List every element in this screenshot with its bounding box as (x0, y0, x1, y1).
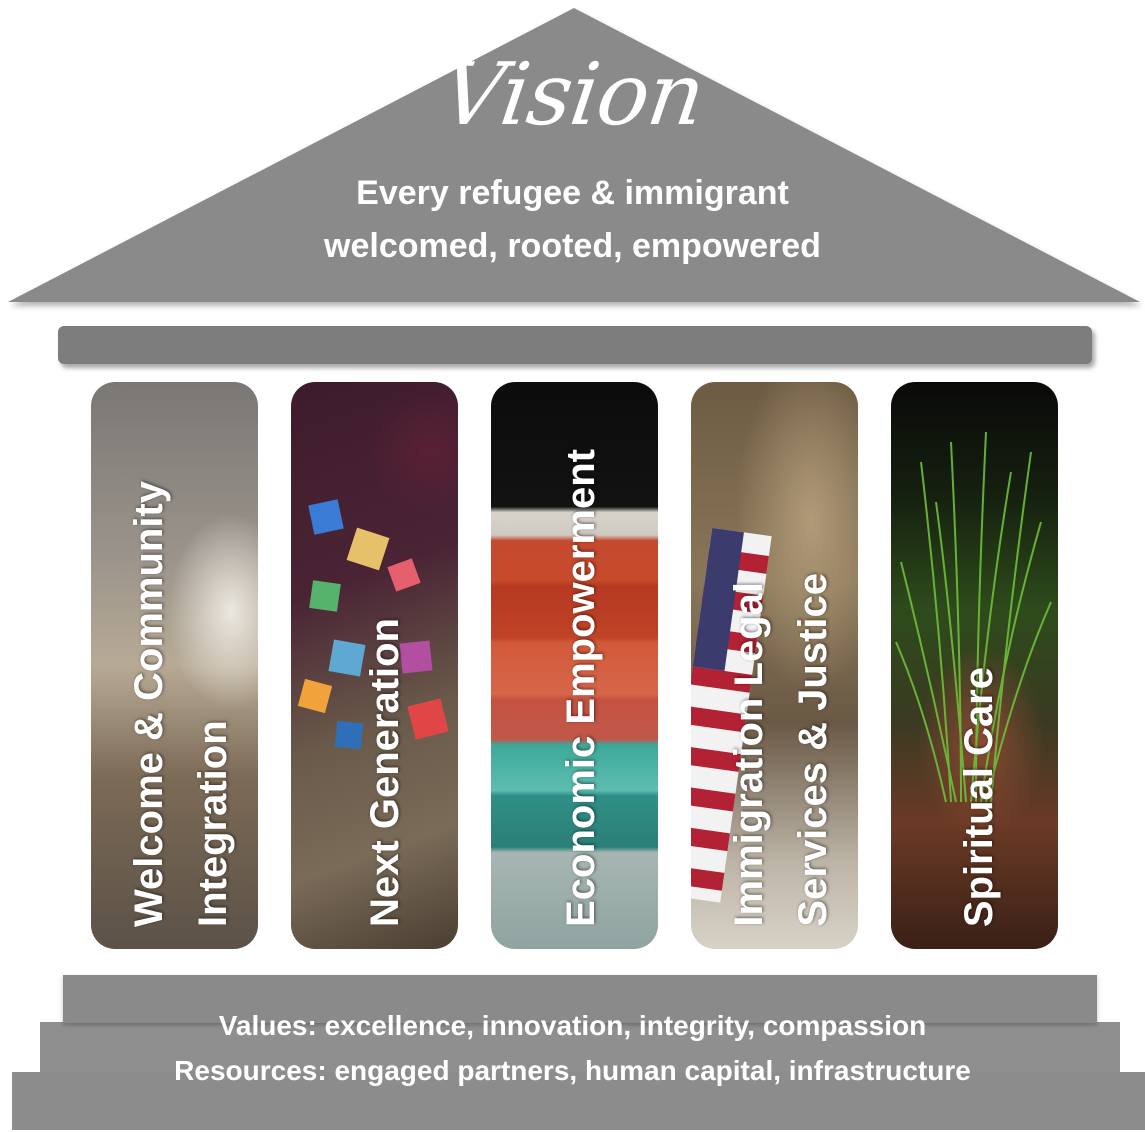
pillar-spiritual-care: Spiritual Care (891, 382, 1058, 949)
foundation-step-middle (40, 1022, 1120, 1072)
foundation-step-top (63, 975, 1097, 1023)
grass-sprout-decoration (895, 431, 1052, 803)
pillar-label-line: Services & Justice (791, 573, 835, 927)
pillar-photo (891, 382, 1058, 949)
entablature-beam (58, 326, 1092, 364)
toy-blocks-decoration (297, 499, 449, 750)
vision-statement-line-1: Every refugee & immigrant (356, 174, 789, 212)
pillar-label: Next Generation (353, 618, 417, 927)
pillar-label-line: Immigration Legal (727, 582, 771, 928)
resources-statement: Resources: engaged partners, human capit… (174, 1055, 971, 1086)
pillar-photo (491, 382, 658, 949)
pillar-label: Spiritual Care (947, 667, 1011, 927)
pillar-label: Immigration Legal Services & Justice (717, 573, 845, 927)
pillar-label: Economic Empowerment (549, 449, 613, 927)
pillar-label-line: Spiritual Care (957, 666, 1001, 927)
pillar-label-line: Next Generation (363, 618, 407, 927)
pillar-label-line: Welcome & Community (127, 481, 171, 927)
pillar-immigration-legal-services-justice: Immigration Legal Services & Justice (691, 382, 858, 949)
roof (8, 8, 1140, 302)
pillar-next-generation: Next Generation (291, 382, 458, 949)
pillar-economic-empowerment: Economic Empowerment (491, 382, 658, 949)
values-statement: Values: excellence, innovation, integrit… (218, 1010, 927, 1041)
foundation-step-bottom (12, 1072, 1145, 1130)
pillar-label-line: Economic Empowerment (559, 449, 603, 927)
american-flag-decoration (691, 527, 772, 903)
pillar-label-line: Integration (191, 720, 235, 927)
pillar-photo (91, 382, 258, 949)
roof-triangle (8, 8, 1140, 302)
vision-statement-line-2: welcomed, rooted, empowered (324, 227, 821, 265)
vision-title: Vision (435, 45, 710, 145)
